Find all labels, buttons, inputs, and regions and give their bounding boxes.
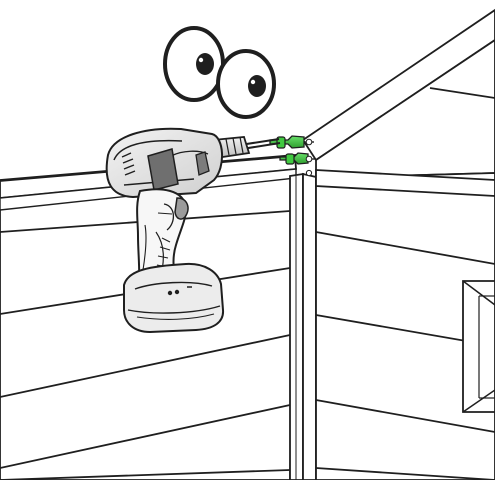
googly-eyes-icon <box>165 28 274 117</box>
